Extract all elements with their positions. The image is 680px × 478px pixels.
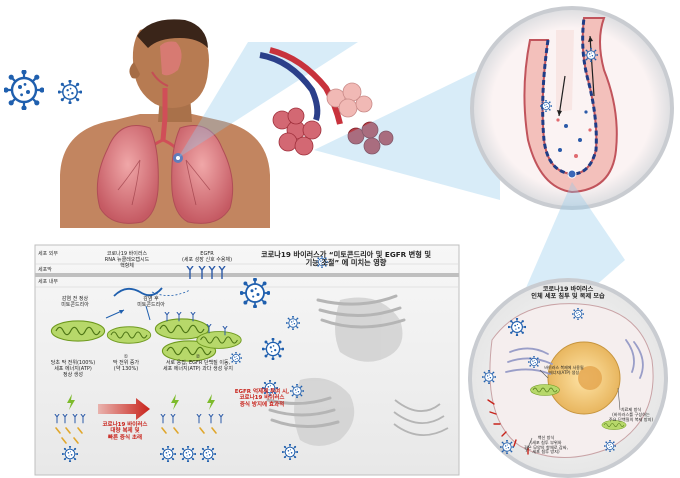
label-line: 감염 후 <box>143 296 159 302</box>
virus-icon <box>62 446 78 462</box>
virus-icon <box>584 48 598 62</box>
virus-icon <box>240 278 270 308</box>
treatment-method-label: 치료제 방식 (바이러스를 구성하는 주요 단백질의 복제 방지) <box>598 407 664 422</box>
alveolus-zoom-circle <box>470 6 674 210</box>
label-line: 세포 침투 방지) <box>532 449 560 455</box>
label-line: (세포 침투 부위와 <box>530 439 562 445</box>
label-line: 같은 모양의 항체로 감싸, <box>524 444 568 450</box>
virus-icon <box>160 446 176 462</box>
virus-icon <box>540 100 552 112</box>
rapid-replication-note: 코로나19 바이러스 대량 복제 및 빠른 증식 초래 <box>90 422 160 441</box>
label-line: 감염 전 정상 <box>61 296 89 302</box>
label-line: 코로나19 바이러스 <box>239 395 285 402</box>
label-line: 코로나19 바이러스 <box>106 251 148 257</box>
label-line: 미토콘드리아 <box>137 301 165 308</box>
virus-icon <box>58 80 82 104</box>
row-label-inside: 세포 내부 <box>38 279 58 285</box>
label-line: EGFR 억제제 투여 시, <box>234 389 290 395</box>
label-line: 정상 생성 <box>63 371 83 378</box>
step-number: ② <box>195 354 201 360</box>
post-infection-label: 감염 후 미토콘드리아 <box>126 296 176 309</box>
virus-icon <box>286 316 300 330</box>
virus-icon <box>200 446 216 462</box>
virus-icon <box>508 318 526 336</box>
human-respiratory-illustration <box>60 19 270 228</box>
label-line: 당초 막 전위(100%) <box>50 360 96 366</box>
label-line: EGFR <box>200 251 214 257</box>
pre-infection-label: 감염 전 정상 미토콘드리아 <box>44 296 106 309</box>
mitochondrion-aggregated <box>196 331 242 349</box>
cell-title-line: 코로나19 바이러스 <box>542 286 594 293</box>
normal-state-label: 당초 막 전위(100%) 세포 에너지(ATP) 정상 생성 <box>40 360 106 378</box>
vaccine-method-label: 백신 방식 (세포 침투 부위와 같은 모양의 항체로 감싸, 세포 침투 방지… <box>512 435 580 455</box>
label-line: 백신 방식 <box>537 435 555 440</box>
label-line: 코로나19 바이러스 <box>102 422 148 428</box>
cell-title-line: 인체 세포 침투 및 복제 모습 <box>531 293 605 301</box>
mitochondrion-normal <box>50 320 106 342</box>
label-line: 빠른 증식 초래 <box>107 434 143 441</box>
label-line: 서로 응집, EGFR 단백질 이동, <box>165 359 231 366</box>
label-line: 증식 방지에 효과적 <box>239 401 285 408</box>
panel-title: 코로나19 바이러스가 “미토콘드리아 및 EGFR 변형 및 기능 조절” 에… <box>236 250 456 268</box>
virus-icon <box>482 370 496 384</box>
row-label-outside: 세포 외부 <box>38 251 58 257</box>
label-line: 바이러스 복제에 사용될 <box>544 365 584 370</box>
label-line: RNA 뉴클레오캡시드 <box>104 256 150 263</box>
panel-title-line: 기능 조절” 에 미치는 영향 <box>305 258 387 268</box>
label-line: (바이러스를 구성하는 <box>612 411 650 417</box>
label-line: 세포 에너지(ATP) 과다 생성 유지 <box>163 365 233 372</box>
label-line: 치료제 방식 <box>620 407 642 412</box>
virus-icon <box>604 440 616 452</box>
step2-label: ② 서로 응집, EGFR 단백질 이동, 세포 에너지(ATP) 과다 생성 … <box>150 354 246 372</box>
label-line: 미토콘드리아 <box>61 301 89 308</box>
step-number: ① <box>123 354 129 360</box>
cell-title: 코로나19 바이러스 인체 세포 침투 및 복제 모습 <box>512 286 624 300</box>
egfr-label: EGFR (세포 성장 신호 수용체) <box>172 251 242 264</box>
step1-label: ① 막 전위 증가 (약 130%) <box>104 354 148 372</box>
atp-generation-label: 바이러스 복제에 사용될 에너지(ATP) 생성 <box>534 365 594 375</box>
label-line: (세포 성장 신호 수용체) <box>181 256 233 263</box>
virus-icon <box>572 308 584 320</box>
zoom-beam-alveolus <box>314 60 500 200</box>
virus-icon <box>4 70 44 110</box>
row-label-membrane: 세포막 <box>38 267 52 273</box>
mitochondrion-infected <box>106 326 152 344</box>
label-line: 주요 단백질의 복제 방지) <box>608 416 654 422</box>
virus-icon <box>262 338 284 360</box>
alveoli-illustration <box>259 47 394 156</box>
rna-nucleocapsid-label: 코로나19 바이러스 RNA 뉴클레오캡시드 핵항체 <box>92 251 162 269</box>
label-line: 세포 에너지(ATP) <box>54 365 92 372</box>
label-line: 에너지(ATP) 생성 <box>548 369 580 375</box>
label-line: 대량 복제 및 <box>110 428 140 435</box>
egfr-inhibitor-note: EGFR 억제제 투여 시, 코로나19 바이러스 증식 방지에 효과적 <box>222 389 302 408</box>
virus-icon <box>180 446 196 462</box>
big-arrow-icon <box>98 398 150 420</box>
label-line: (약 130%) <box>113 365 139 372</box>
label-line: 핵항체 <box>120 262 134 269</box>
panel-title-line: 코로나19 바이러스가 “미토콘드리아 및 EGFR 변형 및 <box>260 250 432 259</box>
label-line: 막 전위 증가 <box>112 359 140 366</box>
protein-fragments <box>55 427 217 444</box>
virus-icon <box>282 444 298 460</box>
